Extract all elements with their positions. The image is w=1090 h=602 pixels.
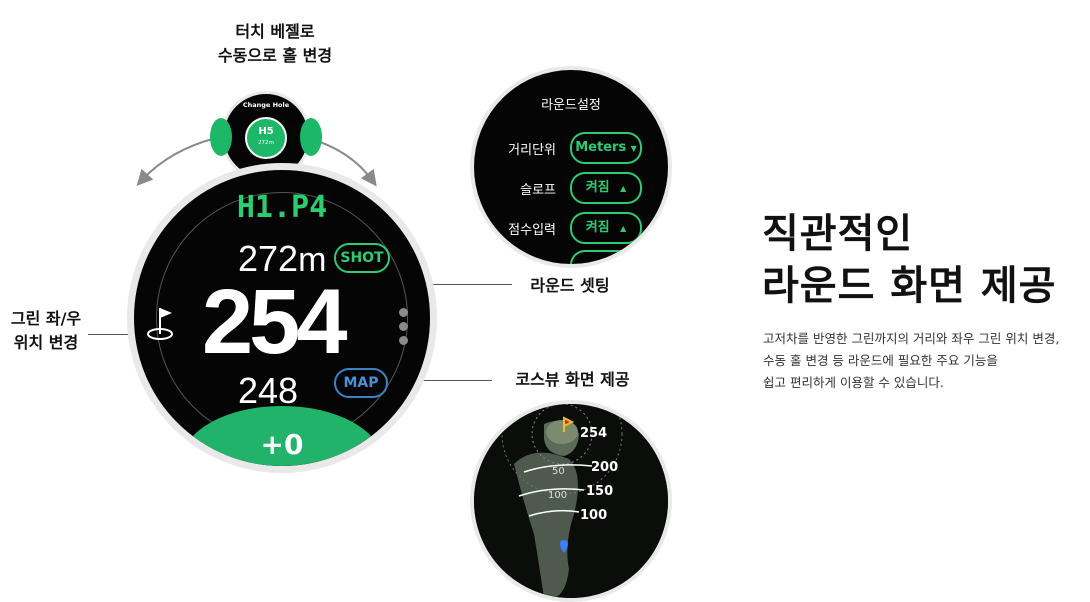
distance-front: 248 [238,370,299,411]
headline-line2: 라운드 화면 제공 [762,263,1057,309]
callout-course-view: 코스뷰 화면 제공 [515,370,630,389]
prev-hole-sliver[interactable] [210,118,232,156]
callout-round-setting: 라운드 셋팅 [530,276,610,295]
description: 고저차를 반영한 그린까지의 거리와 좌우 그린 위치 변경, 수동 홀 변경 … [763,328,1059,394]
callout-touch-bezel: 터치 베젤로 수동으로 홀 변경 [190,20,360,68]
score-input-toggle[interactable]: 켜짐 ▲ [570,212,642,244]
callout-green-position: 그린 좌/우 위치 변경 [0,307,92,355]
current-hole-distance: 272m [258,140,274,146]
description-line1: 고저차를 반영한 그린까지의 거리와 좌우 그린 위치 변경, [763,331,1060,346]
map-label-100: 100 [580,508,608,523]
map-label-200: 200 [591,460,619,475]
chevron-up-icon: ▲ [620,224,627,233]
map-button[interactable]: MAP [334,368,388,398]
headline: 직관적인 라운드 화면 제공 [762,208,1056,312]
slope-value: 켜짐 [585,180,610,195]
map-label-150: 150 [586,484,614,499]
settings-row-label: 점수입력 [508,223,556,238]
main-round-watch: H1.P4 272m SHOT 254 248 MAP +0 [127,163,437,473]
current-hole-label: H5 [258,126,274,137]
distance-unit-value: Meters [575,140,627,155]
chevron-down-icon: ▼ [630,144,637,153]
callout-touch-bezel-line2: 수동으로 홀 변경 [217,46,333,65]
callout-green-position-line1: 그린 좌/우 [10,309,82,328]
shot-button[interactable]: SHOT [334,243,390,273]
distance-back-value: 272 [238,238,299,279]
current-hole-button[interactable]: H5 272m [245,117,287,159]
score-value: +0 [260,428,304,461]
callout-touch-bezel-line1: 터치 베젤로 [235,22,315,41]
map-label-254: 254 [580,426,608,441]
arrow-left [136,137,217,186]
score-input-value: 켜짐 [585,220,610,235]
map-ring-label-50: 50 [552,466,565,477]
callout-course-view-line [398,380,492,381]
settings-row-label: 슬로프 [520,183,556,198]
menu-dot [399,308,408,317]
course-map-watch: 254 200 150 100 50 100 [470,400,672,602]
chevron-up-icon: ▲ [620,184,627,193]
more-menu-icon[interactable] [398,308,410,348]
round-settings-watch: 라운드설정 거리단위 Meters ▼ 슬로프 켜짐 ▲ 점수입력 켜짐 ▲ [470,66,672,268]
map-ring-label-100: 100 [548,490,568,501]
distance-center: 254 [202,271,348,373]
menu-dot [399,322,408,331]
callout-green-line [88,334,134,335]
settings-next-row-partial [570,250,642,264]
green-flag-icon[interactable] [144,302,180,342]
settings-row-label: 거리단위 [508,143,556,158]
course-map[interactable] [474,404,668,598]
distance-unit-select[interactable]: Meters ▼ [570,132,642,164]
callout-round-setting-line [408,284,512,285]
settings-title: 라운드설정 [541,98,601,113]
menu-dot [399,336,408,345]
change-hole-title: Change Hole [242,101,290,109]
hole-title: H1.P4 [236,190,328,225]
slope-toggle[interactable]: 켜짐 ▲ [570,172,642,204]
distance-back: 272m [238,238,326,280]
description-line2: 수동 홀 변경 등 라운드에 필요한 주요 기능을 [763,353,998,368]
callout-green-position-line2: 위치 변경 [13,333,79,352]
description-line3: 쉽고 편리하게 이용할 수 있습니다. [763,375,944,390]
next-hole-sliver[interactable] [300,118,322,156]
headline-line1: 직관적인 [762,211,914,257]
distance-back-unit: m [298,241,327,279]
